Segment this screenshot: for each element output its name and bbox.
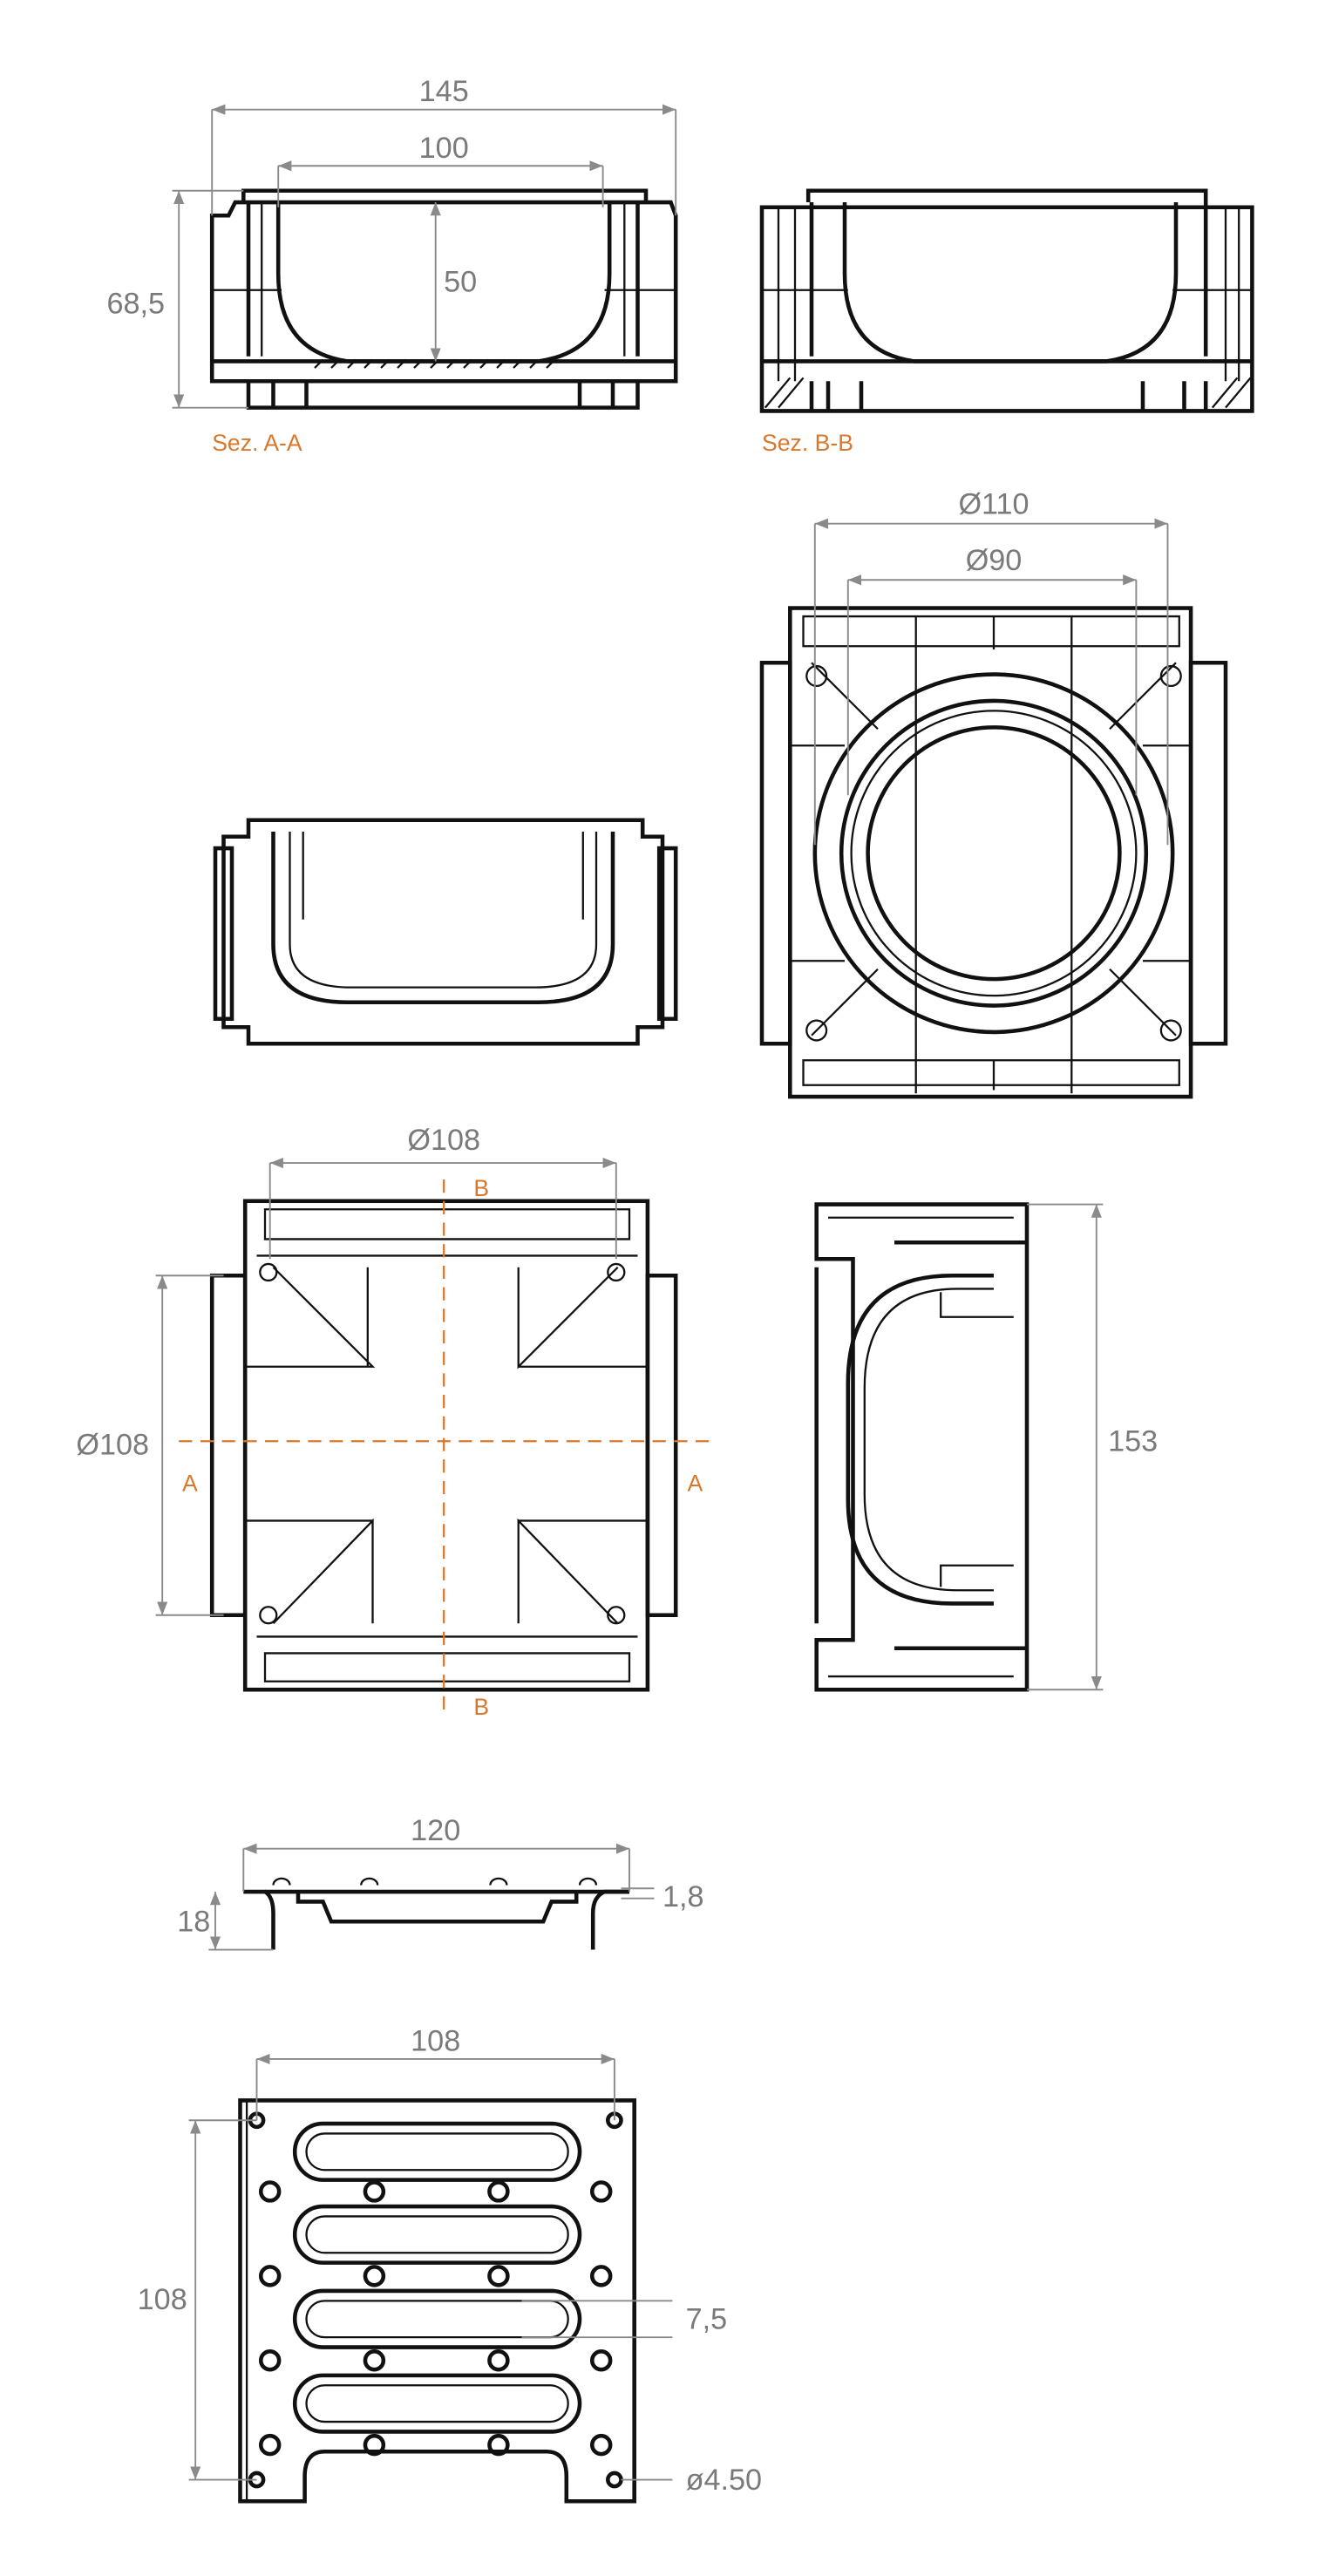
dim-grate-height: 18 bbox=[177, 1906, 210, 1939]
dim-inner-diameter: Ø90 bbox=[966, 544, 1023, 577]
front-view bbox=[213, 818, 678, 1046]
dim-grate-plan-width: 108 bbox=[411, 2024, 460, 2057]
dim-plan-width: Ø108 bbox=[407, 1124, 480, 1157]
dim-plan-height: Ø108 bbox=[76, 1428, 149, 1461]
cut-a-left: A bbox=[182, 1470, 198, 1496]
grate-plan-view: 108 108 7,5 ø4.50 bbox=[138, 2024, 762, 2504]
dim-outer-diameter: Ø110 bbox=[958, 487, 1029, 520]
grate-side-view: 120 18 1,8 bbox=[177, 1814, 704, 1951]
cut-a-right: A bbox=[688, 1470, 703, 1496]
section-b-b: Sez. B-B bbox=[759, 188, 1254, 456]
dim-slot-width: 7,5 bbox=[686, 2303, 728, 2336]
dim-width-outer: 145 bbox=[419, 75, 469, 108]
section-a-label: Sez. A-A bbox=[212, 430, 302, 456]
dim-height: 68,5 bbox=[107, 287, 166, 320]
cut-b-bottom: B bbox=[473, 1694, 489, 1720]
dim-grate-plan-height: 108 bbox=[138, 2283, 187, 2316]
dim-grate-thickness: 1,8 bbox=[662, 1880, 704, 1913]
top-view: Ø110 Ø90 bbox=[759, 487, 1228, 1099]
dim-hole-diameter: ø4.50 bbox=[686, 2464, 762, 2497]
section-a-a: 145 100 50 68,5 Sez. A-A bbox=[107, 75, 678, 456]
dim-side-length: 153 bbox=[1108, 1425, 1158, 1458]
section-b-label: Sez. B-B bbox=[762, 430, 853, 456]
dim-grate-width: 120 bbox=[411, 1814, 460, 1847]
plan-view: Ø108 Ø108 A A B B bbox=[76, 1124, 710, 1720]
grate-slots bbox=[292, 2121, 582, 2434]
dim-depth: 50 bbox=[444, 266, 477, 299]
cut-b-top: B bbox=[473, 1175, 489, 1201]
dim-width-inner: 100 bbox=[419, 132, 469, 165]
side-view: 153 bbox=[814, 1202, 1158, 1692]
grate-holes bbox=[248, 2111, 623, 2489]
